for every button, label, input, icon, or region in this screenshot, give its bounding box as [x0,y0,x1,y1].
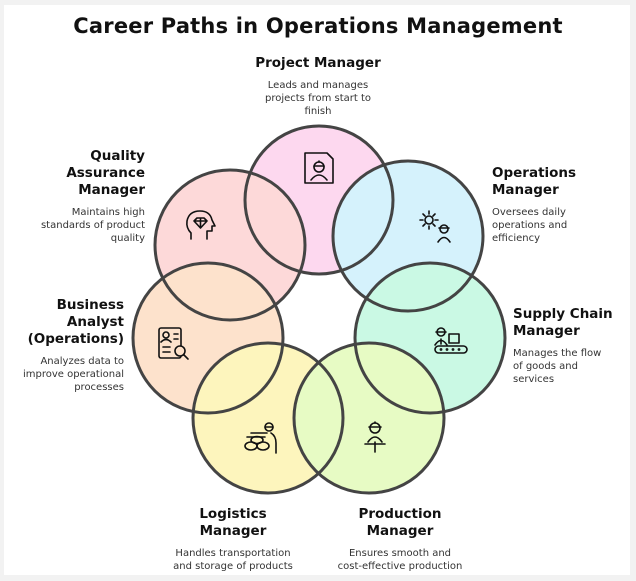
project-manager-circle[interactable] [243,124,395,276]
circle-outlines [131,124,507,495]
business-analyst-heading: Business Analyst (Operations) [27,297,124,347]
operations-manager-circle[interactable] [331,159,485,313]
gear-worker-icon [419,210,451,243]
project-manager-desc: Leads and manages projects from start to… [264,80,372,117]
operations-manager-heading: Operations Manager [492,165,577,198]
label-production-manager: Production Manager Ensures smooth and co… [330,506,470,573]
worker-packages-icon [244,422,277,454]
production-desc: Ensures smooth and cost-effective produc… [337,548,463,572]
label-operations-manager: Operations Manager Oversees daily operat… [492,165,622,245]
hardhat-worker-icon [364,421,386,453]
diagram-card [4,5,630,575]
logistics-desc: Handles transportation and storage of pr… [173,548,293,572]
quality-assurance-heading: Quality Assurance Manager [66,148,145,198]
label-project-manager: Project Manager Leads and manages projec… [218,55,418,118]
supply-chain-circle[interactable] [353,261,507,415]
diagram-title: Career Paths in Operations Management [73,14,563,38]
supply-chain-heading: Supply Chain Manager [513,306,613,339]
quality-assurance-desc: Maintains high standards of product qual… [40,207,145,244]
label-logistics-manager: Logistics Manager Handles transportation… [163,506,303,573]
quality-assurance-circle[interactable] [153,168,307,322]
head-diamond-icon [186,210,216,240]
label-supply-chain-manager: Supply Chain Manager Manages the flow of… [513,306,633,386]
logistics-manager-circle[interactable] [191,341,345,495]
label-business-analyst: Business Analyst (Operations) Analyzes d… [10,297,124,394]
worker-id-card-icon [304,152,334,184]
supply-chain-desc: Manages the flow of goods and services [513,348,602,385]
resume-search-icon [158,327,189,360]
label-quality-assurance-manager: Quality Assurance Manager Maintains high… [20,148,145,245]
operations-manager-desc: Oversees daily operations and efficiency [492,207,568,244]
project-manager-heading: Project Manager [255,55,381,71]
production-manager-circle[interactable] [292,341,446,495]
business-analyst-desc: Analyzes data to improve operational pro… [22,356,124,393]
business-analyst-circle[interactable] [131,261,285,415]
logistics-heading: Logistics Manager [199,506,267,539]
production-heading: Production Manager [358,506,442,539]
conveyor-worker-icon [434,327,468,354]
